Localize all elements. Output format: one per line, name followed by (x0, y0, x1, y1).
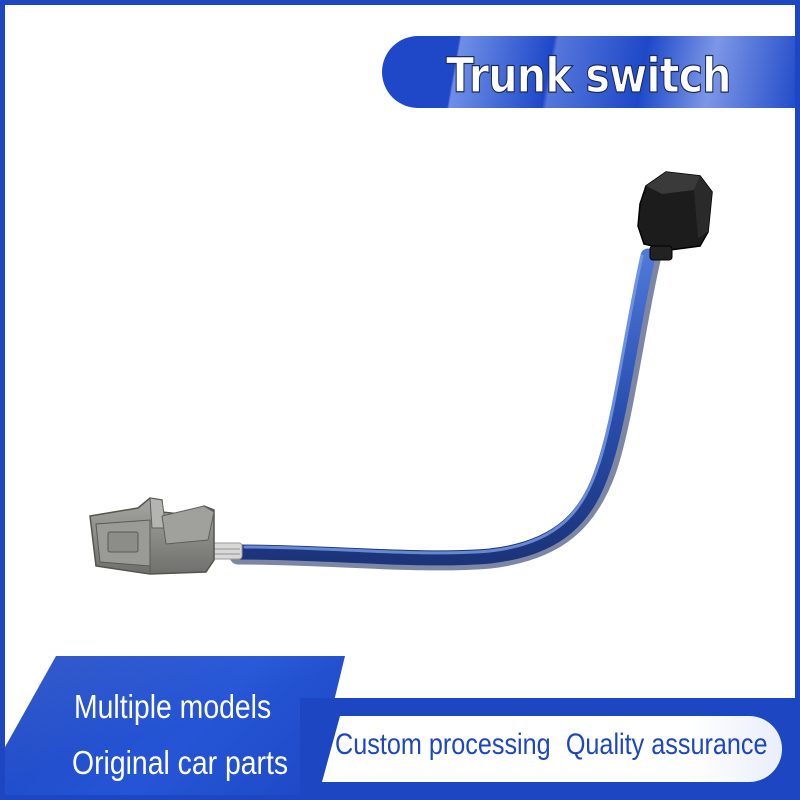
feature-original-parts: Original car parts (72, 744, 289, 781)
cable-highlight (243, 254, 644, 555)
title-ribbon (382, 36, 800, 108)
feature-custom-processing: Custom processing (335, 728, 551, 761)
feature-panel-left (0, 656, 345, 800)
cable-shadow (229, 251, 661, 571)
product-title: Trunk switch (445, 47, 732, 104)
feature-multiple-models: Multiple models (74, 688, 272, 725)
feature-line-right: Custom processing Quality assurance (335, 728, 768, 762)
exposed-wires (211, 542, 243, 560)
feature-quality-assurance: Quality assurance (565, 728, 768, 761)
black-connector (637, 171, 713, 261)
cable (230, 248, 656, 566)
gray-connector (89, 497, 215, 575)
feature-panel-right (322, 716, 782, 782)
